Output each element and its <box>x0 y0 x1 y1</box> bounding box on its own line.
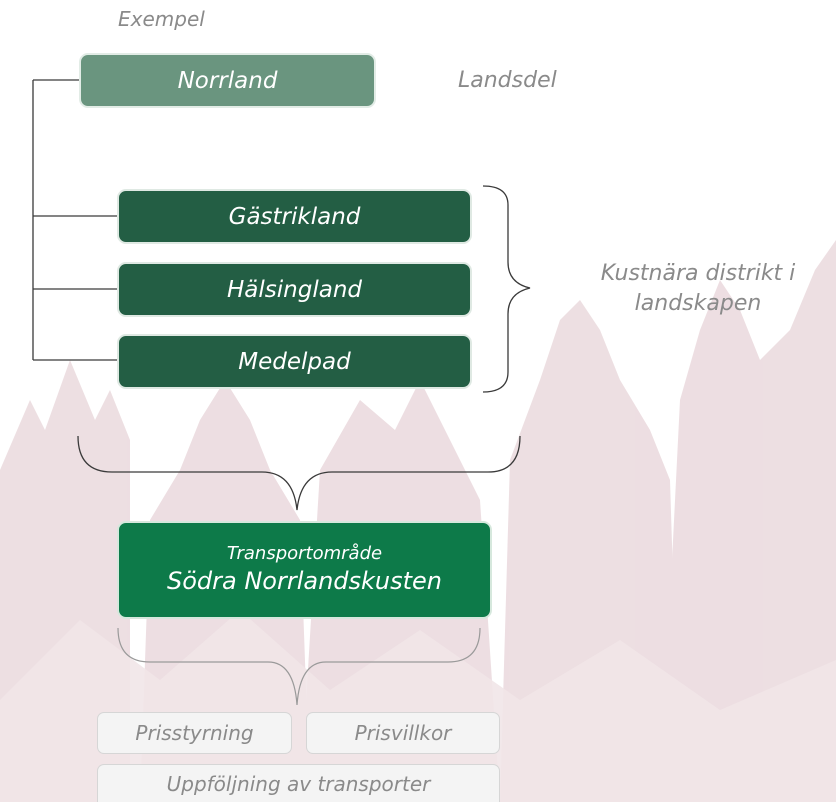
transport-area-box: Transportområde Södra Norrlandskusten <box>117 521 492 619</box>
transport-area-caption: Transportområde <box>226 543 383 564</box>
districts-brace <box>482 185 531 393</box>
transport-bottom-brace <box>117 627 481 706</box>
district-label: Gästrikland <box>228 203 361 230</box>
outcome-label: Uppföljning av transporter <box>166 771 431 796</box>
districts-side-label: Kustnära distrikt i landskapen <box>600 261 796 316</box>
landsdel-side-label: Landsdel <box>458 68 557 93</box>
tree-connector-line <box>32 79 117 361</box>
district-box-medelpad: Medelpad <box>117 334 472 389</box>
outcome-box-uppfoljning: Uppföljning av transporter <box>97 764 500 802</box>
landsdel-box: Norrland <box>79 53 376 108</box>
outcome-label: Prisvillkor <box>354 721 452 745</box>
transport-area-name: Södra Norrlandskusten <box>166 567 443 595</box>
district-box-halsingland: Hälsingland <box>117 262 472 317</box>
district-label: Hälsingland <box>227 276 362 303</box>
district-label: Medelpad <box>238 348 351 375</box>
landsdel-box-label: Norrland <box>177 67 278 94</box>
outcome-box-prisstyrning: Prisstyrning <box>97 712 292 754</box>
example-label: Exempel <box>118 7 205 31</box>
outcome-label: Prisstyrning <box>135 721 254 745</box>
outcome-box-prisvillkor: Prisvillkor <box>306 712 500 754</box>
districts-bottom-brace <box>77 435 521 511</box>
district-box-gastrikland: Gästrikland <box>117 189 472 244</box>
